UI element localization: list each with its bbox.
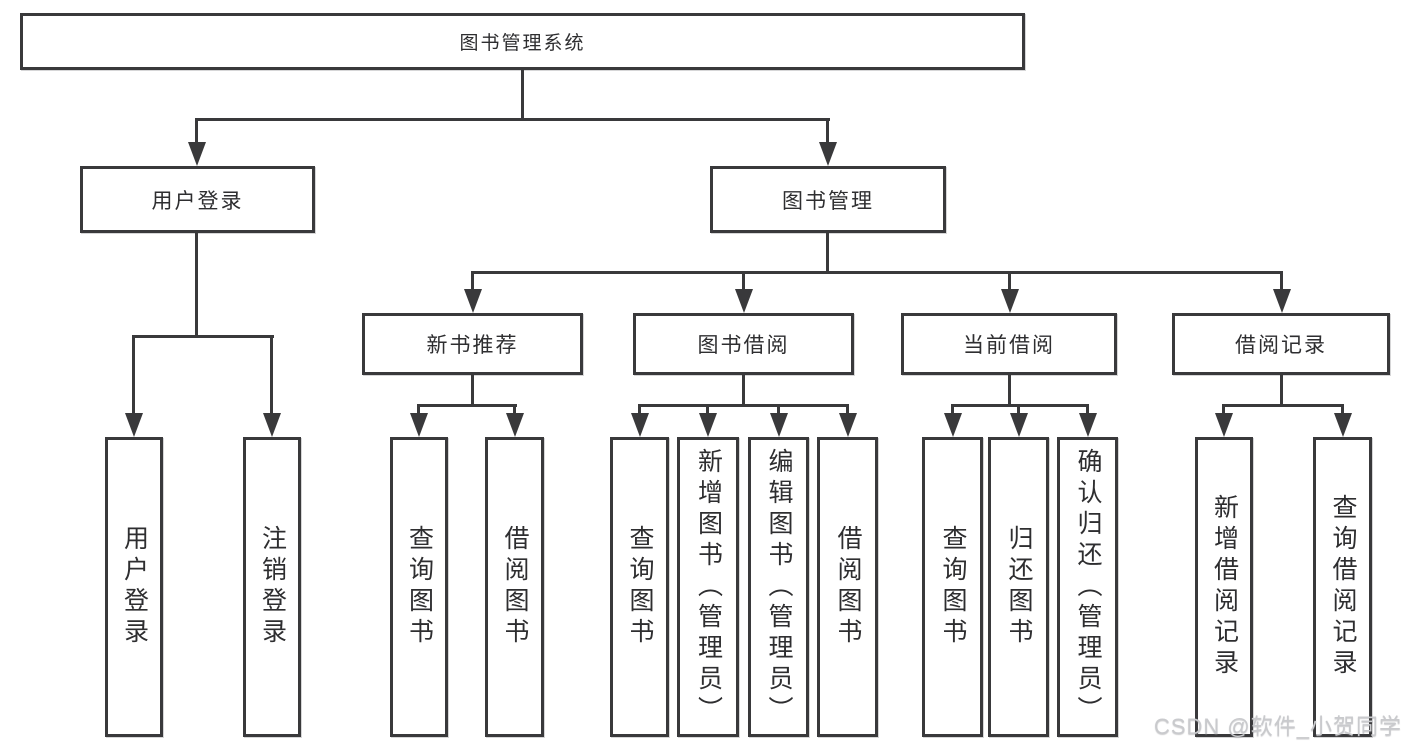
arrowhead-icon: [1215, 413, 1233, 437]
leaf-query-books-current-label: 查询图书: [939, 525, 967, 649]
leaf-confirm-return-admin: 确认归还（管理员）: [1057, 437, 1118, 737]
arrowhead-icon: [188, 142, 206, 166]
connector-line: [132, 335, 274, 338]
leaf-add-borrow-record: 新增借阅记录: [1195, 437, 1253, 737]
node-new-book-recommendation-label: 新书推荐: [426, 334, 519, 357]
arrowhead-icon: [1334, 413, 1352, 437]
arrowhead-icon: [263, 413, 281, 437]
node-current-borrowing-label: 当前借阅: [963, 334, 1055, 357]
leaf-user-login: 用户登录: [105, 437, 163, 737]
leaf-borrow-books-recommend: 借阅图书: [485, 437, 544, 737]
watermark: CSDN @软件_小贺同学: [1153, 714, 1402, 739]
leaf-borrow-books-recommend-label: 借阅图书: [501, 525, 529, 649]
leaf-add-borrow-record-label: 新增借阅记录: [1210, 494, 1239, 680]
node-current-borrowing: 当前借阅: [901, 313, 1117, 375]
connector-line: [826, 233, 829, 274]
connector-line: [1008, 271, 1011, 298]
leaf-add-books-admin: 新增图书（管理员）: [677, 437, 739, 737]
arrowhead-icon: [699, 413, 717, 437]
connector-line: [270, 335, 273, 420]
node-book-management: 图书管理: [710, 166, 946, 233]
node-user-login: 用户登录: [80, 166, 315, 233]
connector-line: [195, 118, 198, 150]
arrowhead-icon: [410, 413, 428, 437]
node-book-borrowing: 图书借阅: [633, 313, 854, 375]
connector-line: [471, 271, 474, 298]
arrowhead-icon: [464, 289, 482, 313]
leaf-query-borrow-record: 查询借阅记录: [1313, 437, 1372, 737]
connector-line: [132, 335, 135, 420]
connector-line: [471, 271, 1283, 274]
leaf-query-books-recommend-label: 查询图书: [405, 525, 434, 649]
arrowhead-icon: [770, 413, 788, 437]
connector-line: [1222, 404, 1344, 407]
leaf-logout: 注销登录: [243, 437, 301, 737]
arrowhead-icon: [735, 289, 753, 313]
leaf-query-books-current: 查询图书: [922, 437, 983, 737]
leaf-confirm-return-admin-label: 确认归还（管理员）: [1074, 447, 1102, 727]
connector-line: [742, 271, 745, 298]
arrowhead-icon: [506, 413, 524, 437]
arrowhead-icon: [631, 413, 649, 437]
node-book-borrowing-label: 图书借阅: [697, 334, 790, 357]
connector-line: [1280, 271, 1283, 298]
arrowhead-icon: [125, 413, 143, 437]
arrowhead-icon: [944, 413, 962, 437]
arrowhead-icon: [819, 142, 837, 166]
connector-line: [195, 118, 830, 121]
connector-line: [742, 375, 745, 407]
node-borrowing-records-label: 借阅记录: [1235, 334, 1327, 357]
node-root: 图书管理系统: [20, 13, 1025, 70]
connector-line: [826, 118, 829, 150]
arrowhead-icon: [1010, 413, 1028, 437]
arrowhead-icon: [1079, 413, 1097, 437]
connector-line: [1008, 375, 1011, 407]
leaf-query-books-recommend: 查询图书: [390, 437, 448, 737]
arrowhead-icon: [1273, 289, 1291, 313]
leaf-edit-books-admin: 编辑图书（管理员）: [748, 437, 809, 737]
arrowhead-icon: [839, 413, 857, 437]
leaf-edit-books-admin-label: 编辑图书（管理员）: [765, 447, 793, 727]
leaf-query-books-borrow-label: 查询图书: [626, 525, 654, 649]
arrowhead-icon: [1001, 289, 1019, 313]
connector-line: [638, 404, 849, 407]
connector-line: [1280, 375, 1283, 407]
leaf-return-books-label: 归还图书: [1005, 525, 1033, 649]
leaf-query-books-borrow: 查询图书: [610, 437, 669, 737]
leaf-query-borrow-record-label: 查询借阅记录: [1329, 494, 1357, 680]
leaf-logout-label: 注销登录: [258, 525, 287, 649]
leaf-borrow-books-label: 借阅图书: [834, 525, 862, 649]
leaf-return-books: 归还图书: [988, 437, 1049, 737]
connector-line: [471, 375, 474, 407]
connector-line: [417, 404, 517, 407]
leaf-add-books-admin-label: 新增图书（管理员）: [694, 447, 723, 727]
node-root-label: 图书管理系统: [459, 33, 586, 54]
connector-line: [521, 70, 524, 119]
connector-line: [195, 233, 198, 337]
node-book-management-label: 图书管理: [782, 189, 874, 213]
node-user-login-label: 用户登录: [151, 189, 244, 213]
leaf-user-login-label: 用户登录: [120, 525, 149, 649]
node-new-book-recommendation: 新书推荐: [362, 313, 583, 375]
leaf-borrow-books: 借阅图书: [817, 437, 878, 737]
node-borrowing-records: 借阅记录: [1172, 313, 1390, 375]
